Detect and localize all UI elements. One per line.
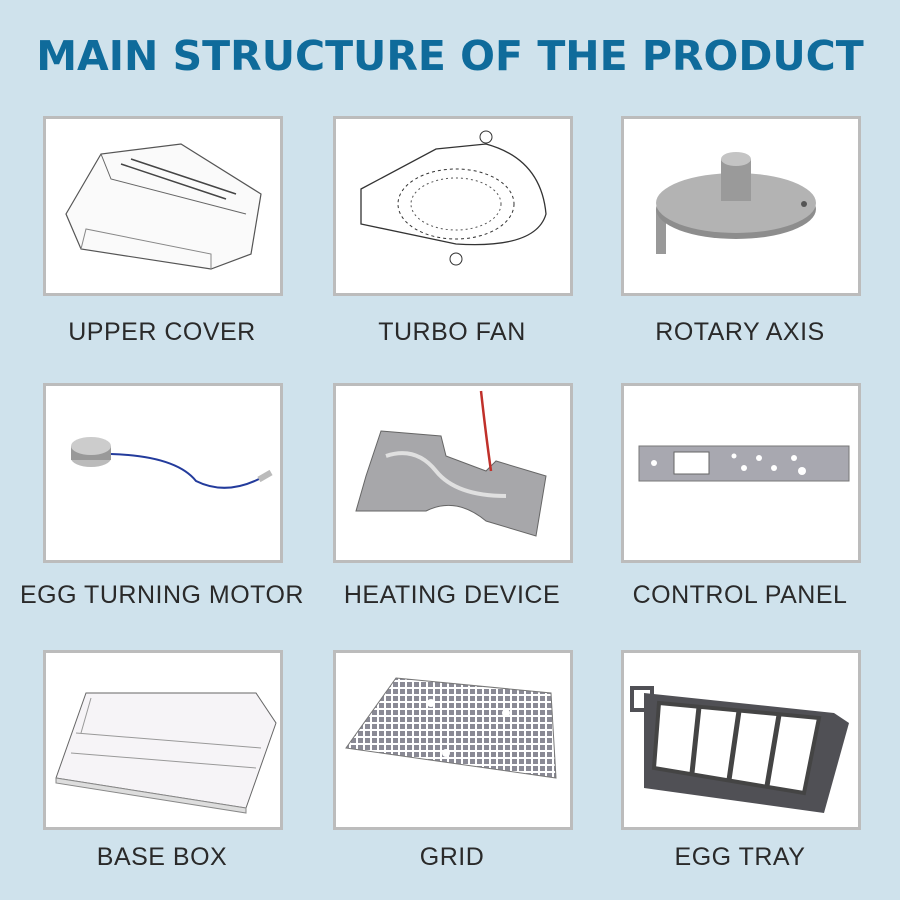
egg-turning-motor-label: EGG TURNING MOTOR xyxy=(20,581,304,609)
turbo-fan-icon xyxy=(360,130,547,266)
upper-cover-icon xyxy=(65,143,262,270)
egg-turning-motor-image xyxy=(43,383,283,563)
egg-tray-label: EGG TRAY xyxy=(674,843,806,871)
heating-device-icon xyxy=(355,390,547,537)
egg-tray-image xyxy=(621,650,861,830)
turbo-fan-image xyxy=(333,116,573,296)
rotary-axis-image xyxy=(621,116,861,296)
upper-cover-label: UPPER COVER xyxy=(68,318,256,346)
egg-turning-motor-icon xyxy=(71,437,273,489)
grid-image xyxy=(333,650,573,830)
turbo-fan-label: TURBO FAN xyxy=(378,318,526,346)
base-box-label: BASE BOX xyxy=(96,843,228,871)
base-box-image xyxy=(43,650,283,830)
rotary-axis-label: ROTARY AXIS xyxy=(655,318,825,346)
control-panel-icon xyxy=(638,445,850,482)
heating-device-label: HEATING DEVICE xyxy=(343,581,561,609)
heating-device-image xyxy=(333,383,573,563)
upper-cover-image xyxy=(43,116,283,296)
control-panel-label: CONTROL PANEL xyxy=(632,581,848,609)
control-panel-image xyxy=(621,383,861,563)
grid-label: GRID xyxy=(419,843,485,871)
grid-icon xyxy=(345,677,557,779)
base-box-icon xyxy=(55,692,277,814)
rotary-axis-icon xyxy=(656,152,816,254)
egg-tray-icon xyxy=(630,686,849,813)
page-title: MAIN STRUCTURE OF THE PRODUCT xyxy=(36,32,864,80)
